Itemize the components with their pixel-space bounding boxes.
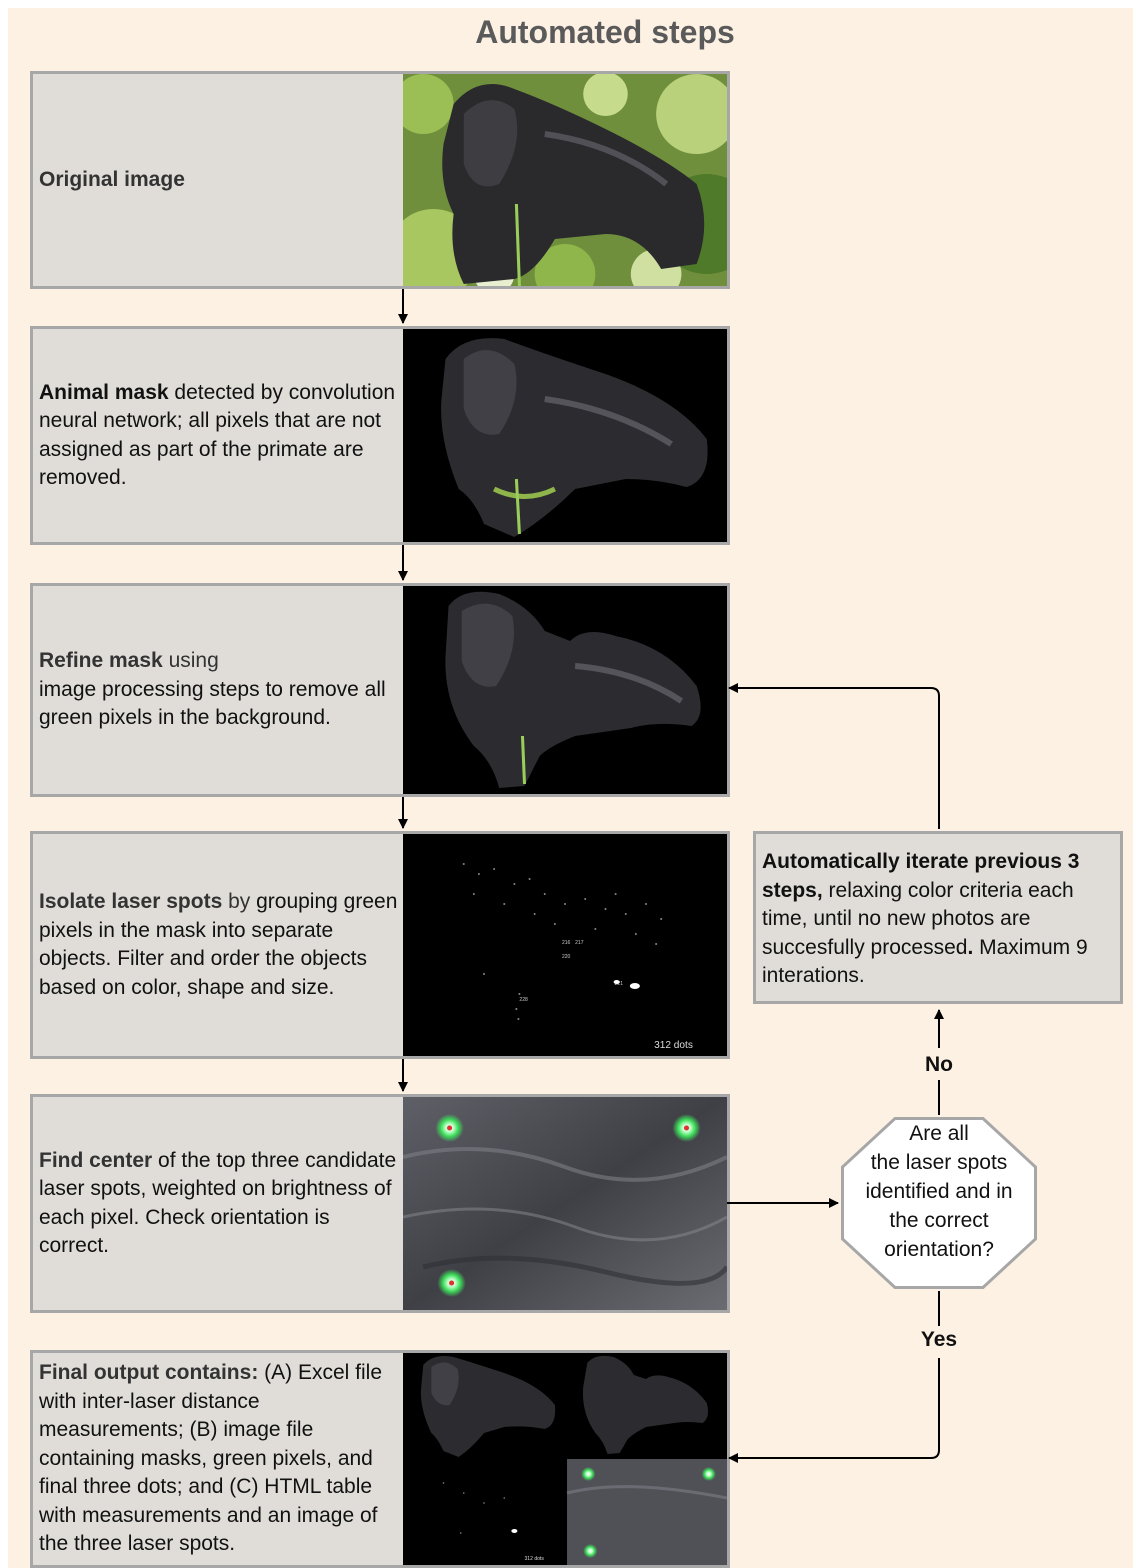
iterate-note-box: Automatically iterate previous 3 steps, … (753, 831, 1123, 1004)
step-animal-mask: Animal mask detected by convolution neur… (30, 326, 730, 545)
step-refine-mask-description: image processing steps to remove all gre… (39, 678, 386, 730)
decision-line: the laser spots (841, 1148, 1037, 1177)
dots-count-label: 312 dots (654, 1040, 693, 1051)
decision-question: Are all the laser spots identified and i… (841, 1119, 1037, 1264)
decision-line: Are all (841, 1119, 1037, 1148)
step-refine-mask-title: Refine mask (39, 649, 163, 672)
step-isolate-laser-spots: Isolate laser spots by grouping green pi… (30, 831, 730, 1059)
decision-node: Are all the laser spots identified and i… (841, 1117, 1037, 1289)
step-final-title: Final output contains: (39, 1361, 258, 1384)
animal-mask-image (403, 329, 727, 542)
edge-label-yes: Yes (909, 1328, 969, 1352)
edge-label-no: No (909, 1053, 969, 1077)
step-animal-mask-title: Animal mask (39, 381, 169, 404)
step-refine-mask-lead: using (163, 649, 219, 672)
decision-line: the correct (841, 1206, 1037, 1235)
step-original-image: Original image (30, 71, 730, 289)
decision-line: orientation? (841, 1235, 1037, 1264)
final-dots-count-label: 312 dots (525, 1556, 545, 1562)
spot-id-label: 216 (562, 940, 571, 946)
diagram-title: Automated steps (0, 14, 1133, 51)
refined-mask-image (403, 586, 727, 794)
final-output-composite-image: 312 dots (403, 1353, 727, 1565)
step-isolate-title: Isolate laser spots (39, 890, 222, 913)
spot-id-label: 220 (562, 954, 571, 960)
spot-id-label: 217 (575, 940, 584, 946)
step-find-center-title: Find center (39, 1149, 152, 1172)
step-original-title: Original image (39, 168, 185, 191)
laser-spot-objects-image: 216 217 220 228 221 312 dots (403, 834, 727, 1056)
original-gorilla-photo (403, 74, 727, 286)
step-final-description: (A) Excel file with inter-laser distance… (39, 1361, 382, 1555)
spot-id-label: 228 (519, 997, 528, 1003)
step-final-output: Final output contains: (A) Excel file wi… (30, 1350, 730, 1568)
step-find-center: Find center of the top three candidate l… (30, 1094, 730, 1313)
laser-spots-closeup-image (403, 1097, 727, 1310)
step-refine-mask: Refine mask using image processing steps … (30, 583, 730, 797)
step-isolate-lead: by (222, 890, 250, 913)
decision-line: identified and in (841, 1177, 1037, 1206)
